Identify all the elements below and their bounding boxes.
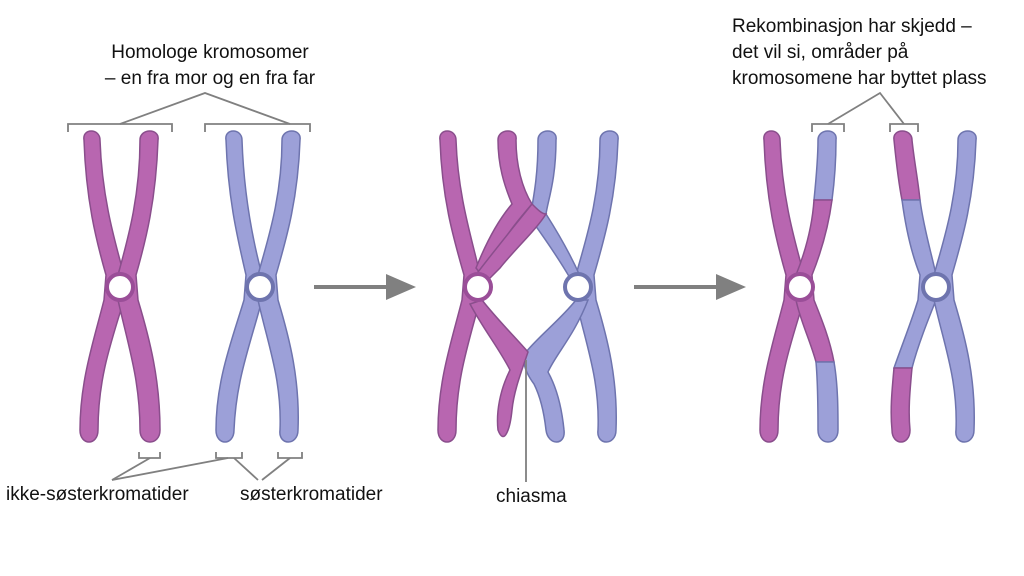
homologous-brackets xyxy=(67,92,311,132)
arrow-2 xyxy=(634,274,746,300)
sister-chromatids-label: søsterkromatider xyxy=(240,484,383,505)
crossing-over xyxy=(437,130,619,482)
non-sister-chromatids-label: ikke-søsterkromatider xyxy=(6,484,189,505)
paternal-inner-upper xyxy=(529,130,582,279)
paternal-chromosome-1 xyxy=(215,130,301,443)
maternal-chromatid-left xyxy=(79,130,125,443)
centromere xyxy=(463,272,493,302)
maternal-chromatid-outer xyxy=(437,130,481,443)
homologous-label-line2: – en fra mor og en fra far xyxy=(104,68,316,89)
centromere xyxy=(921,272,951,302)
paternal-chromatid-left xyxy=(215,130,263,443)
chromatid-brackets xyxy=(111,452,303,481)
chiasma-label: chiasma xyxy=(496,486,567,507)
recombined-chromosome-paternal xyxy=(890,130,977,443)
recombined-segment-bottom xyxy=(815,361,839,443)
centromere xyxy=(105,272,135,302)
recombination-label-line2: det vil si, områder på xyxy=(732,42,909,63)
arrow-1 xyxy=(314,274,416,300)
recombined-segment-top xyxy=(893,130,921,201)
recombination-label-line3: kromosomene har byttet plass xyxy=(732,68,987,89)
maternal-inner-lower xyxy=(468,299,529,438)
centromere xyxy=(563,272,593,302)
centromere xyxy=(785,272,815,302)
maternal-inner-cross xyxy=(476,202,548,282)
recombination-brackets xyxy=(811,91,919,132)
homologous-label-line1: Homologe kromosomer xyxy=(111,42,309,63)
recombined-chromosome-maternal xyxy=(759,130,839,443)
paternal-inner-lower xyxy=(523,299,590,443)
recombined-segment-top xyxy=(813,130,837,201)
recombined-segment-bottom xyxy=(890,367,913,443)
recombination-label-line1: Rekombinasjon har skjedd – xyxy=(732,16,972,37)
centromere xyxy=(245,272,275,302)
maternal-chromosome-1 xyxy=(79,130,161,443)
maternal-chromatid-left xyxy=(759,130,805,443)
